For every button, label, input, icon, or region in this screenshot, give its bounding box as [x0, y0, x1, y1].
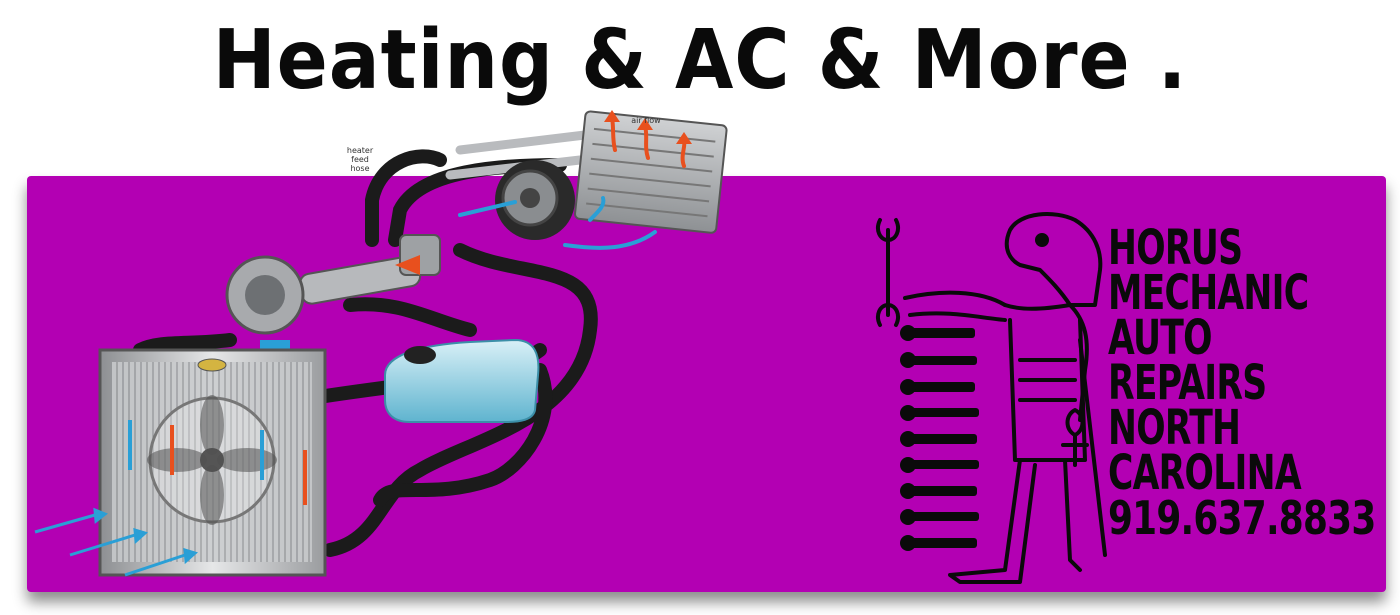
- logo-line-6: CAROLINA: [1108, 445, 1302, 501]
- blower-motor: [495, 160, 575, 240]
- water-pump: [225, 234, 441, 350]
- heater-feed-hose-label: heater feed hose: [346, 146, 374, 173]
- cooling-system-diagram: [34, 110, 728, 577]
- page-headline: Heating & AC & More .: [212, 13, 1188, 108]
- incoming-air-arrows: [34, 507, 199, 577]
- horus-mechanic-logo: [876, 212, 1107, 584]
- logo-line-4: REPAIRS: [1108, 355, 1267, 411]
- air-flow-label: air flow: [631, 116, 661, 125]
- cool-air-arrows: [458, 196, 657, 250]
- tools-icon: [900, 325, 979, 551]
- radiator: [98, 348, 327, 577]
- logo-line-1: HORUS: [1108, 220, 1243, 276]
- expansion-tank: [384, 338, 540, 423]
- logo-line-2: MECHANIC: [1108, 265, 1309, 321]
- logo-line-5: NORTH: [1108, 400, 1241, 456]
- business-name-block: HORUS MECHANIC AUTO REPAIRS NORTH CAROLI…: [1108, 220, 1398, 545]
- phone-number: 919.637.8833: [1108, 491, 1376, 545]
- logo-line-3: AUTO: [1108, 310, 1213, 366]
